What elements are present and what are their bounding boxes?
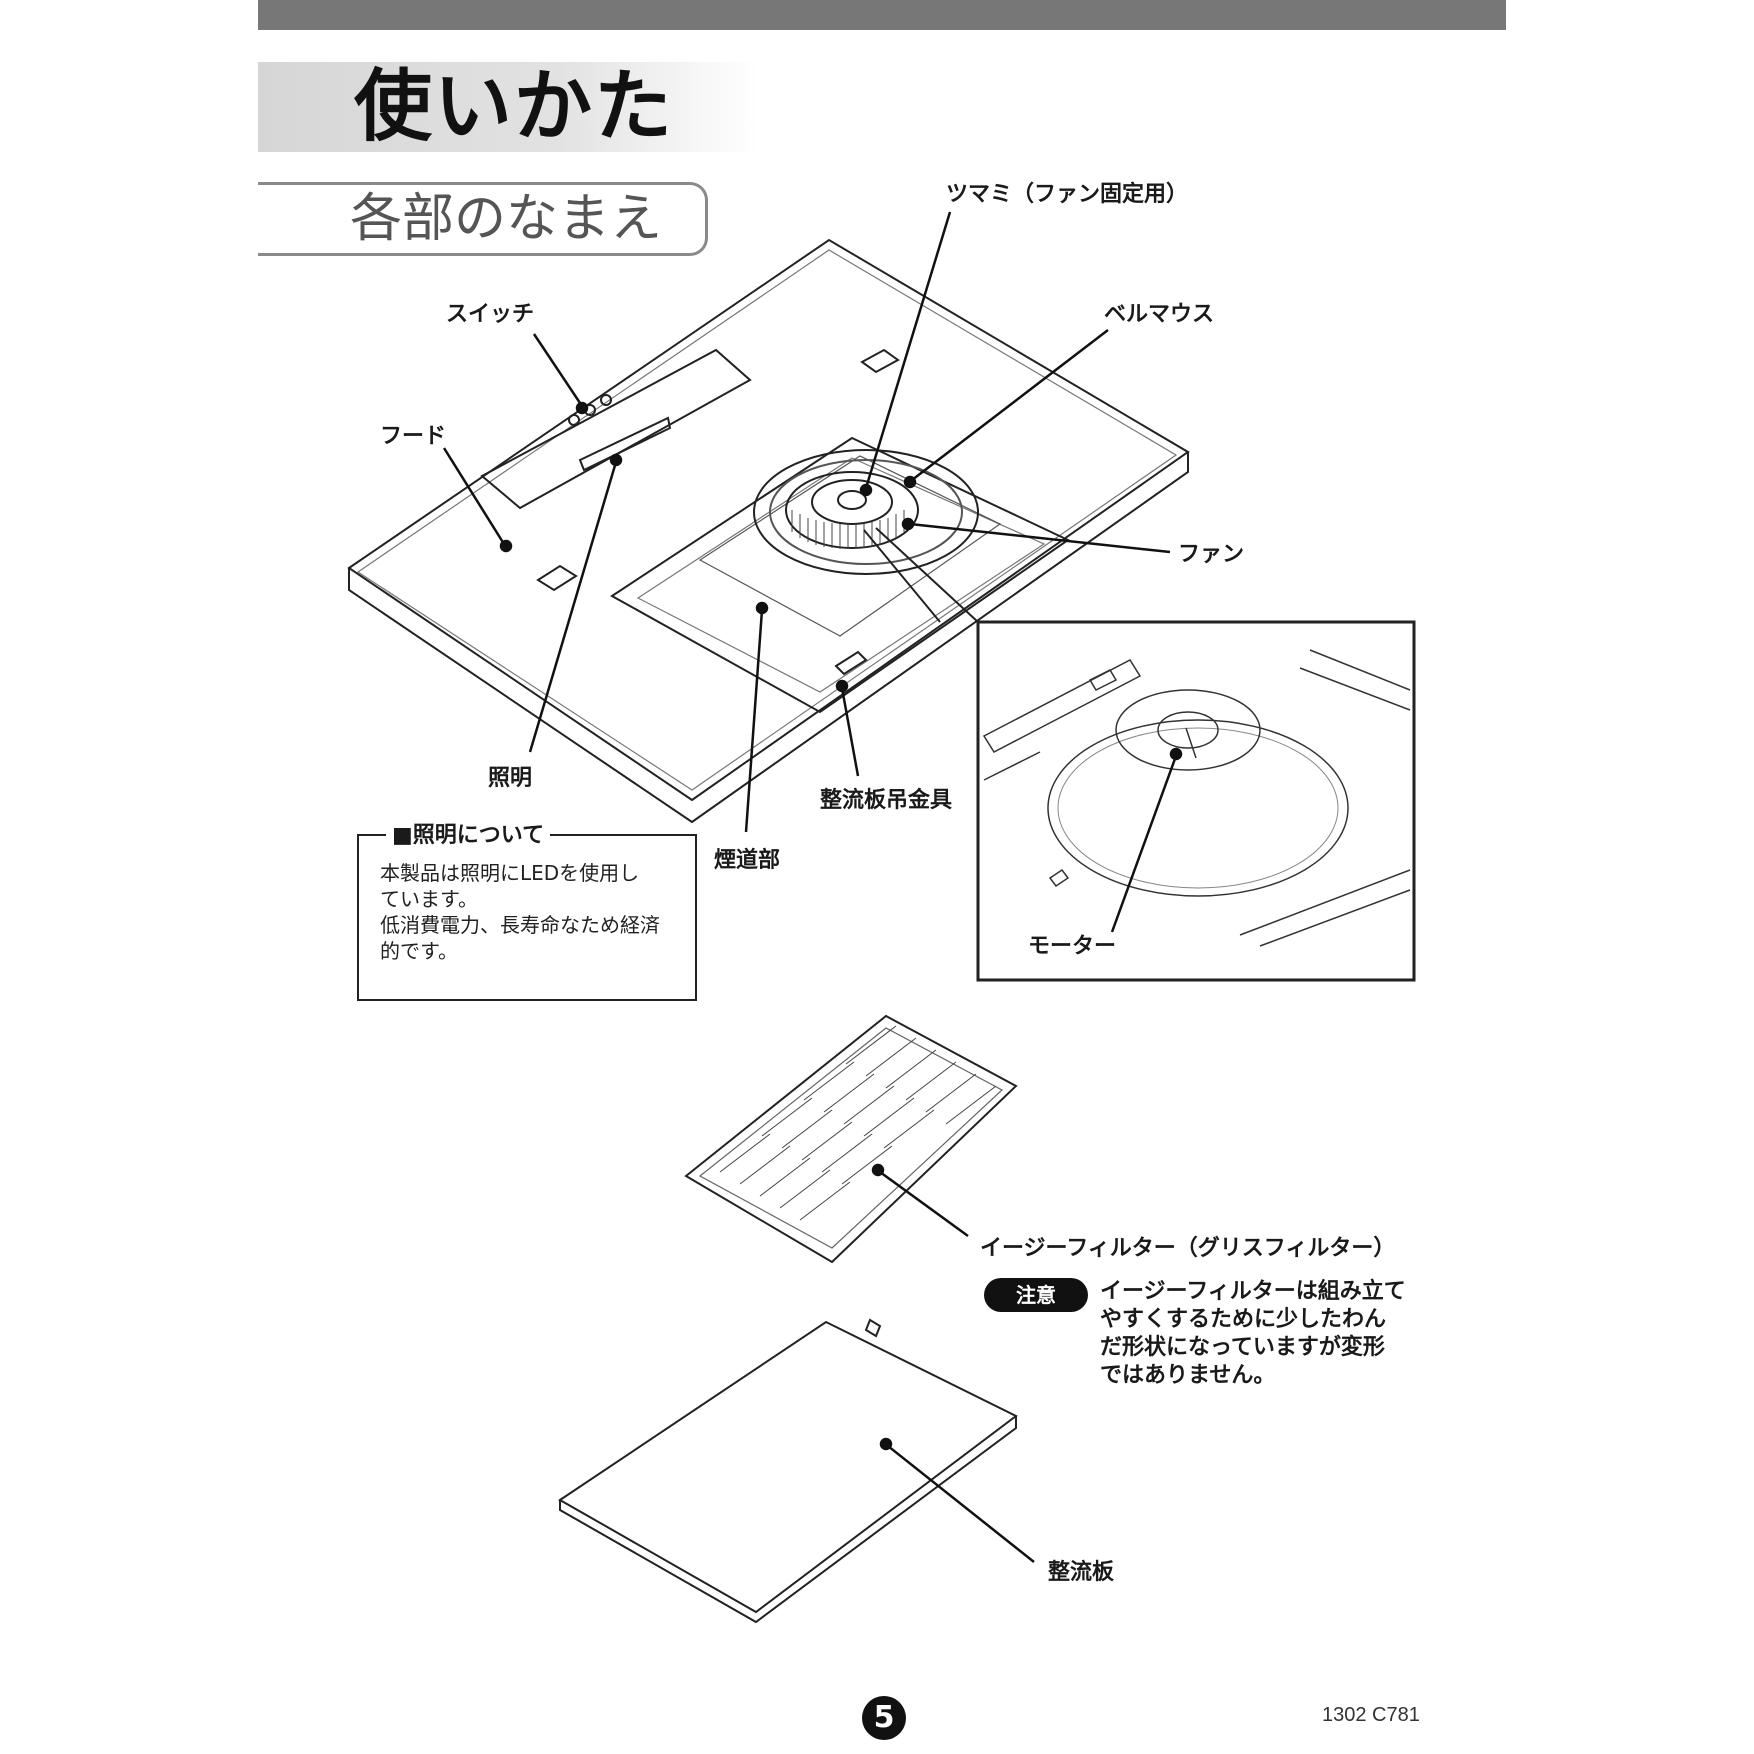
lighting-note-title: ■照明について (386, 820, 551, 852)
section-tab (258, 182, 708, 256)
label-fan: ファン (1178, 542, 1245, 567)
lighting-note-line: 本製品は照明にLEDを使用し (380, 861, 640, 885)
fan-outline (785, 471, 919, 549)
lighting-note-line: ています。 (380, 887, 478, 911)
rectifier-plate-outline (558, 1320, 1018, 1614)
label-flue: 煙道部 (714, 848, 781, 873)
label-plate-hanger: 整流板吊金具 (820, 788, 953, 813)
lighting-panel (480, 348, 752, 510)
label-knob: ツマミ（ファン固定用） (946, 182, 1189, 207)
lighting-note-body: 本製品は照明にLEDを使用し ています。 低消費電力、長寿命なため経済 的です。 (380, 860, 685, 964)
label-switch: スイッチ (446, 302, 535, 327)
caution-text: イージーフィルターは組み立て やすくするために少したわん だ形状になっていますが… (1100, 1278, 1440, 1390)
filter-mesh (719, 1025, 997, 1221)
top-bar (258, 0, 1506, 30)
lighting-note-line: 的です。 (380, 939, 458, 963)
label-rectifier-plate: 整流板 (1048, 1560, 1115, 1585)
label-easy-filter: イージーフィルター（グリスフィルター） (980, 1236, 1396, 1261)
caution-line: イージーフィルターは組み立て (1100, 1279, 1406, 1304)
document-code: 1302 C781 (1322, 1704, 1420, 1726)
lighting-note-line: 低消費電力、長寿命なため経済 (380, 913, 660, 937)
label-lighting: 照明 (488, 766, 533, 791)
hood-rim (348, 452, 1189, 824)
easy-filter-outline (684, 1014, 1018, 1264)
caution-line: やすくするために少したわん (1100, 1307, 1387, 1332)
page-title: 使いかた (354, 62, 675, 152)
page-number: 5 (862, 1696, 906, 1740)
caution-line: ではありません。 (1100, 1363, 1276, 1388)
label-motor: モーター (1028, 934, 1117, 959)
title-band (258, 62, 758, 152)
motor-inset (976, 620, 1416, 982)
caution-badge: 注意 (984, 1278, 1088, 1312)
section-title: 各部のなまえ (350, 189, 663, 249)
caution-line: だ形状になっていますが変形 (1100, 1335, 1385, 1360)
bellmouth-outline (753, 449, 979, 575)
label-hood: フード (380, 424, 447, 449)
motor-inset-detail (982, 649, 1411, 947)
label-bellmouth: ベルマウス (1104, 302, 1215, 327)
